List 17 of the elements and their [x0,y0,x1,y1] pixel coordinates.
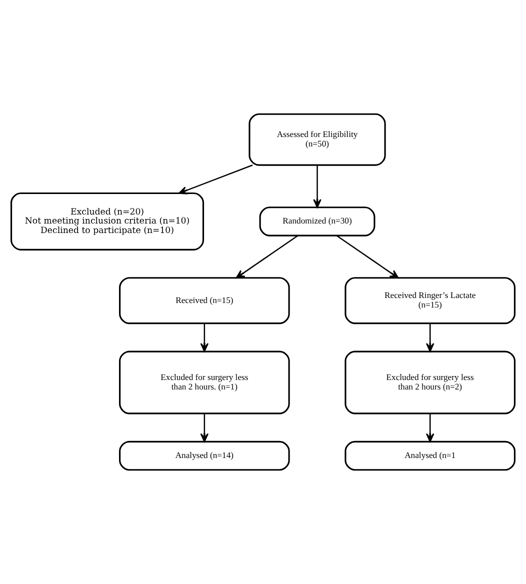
node-box: Excluded for surgery less than 2 hours (n=2) [344,350,516,414]
node-box: Assessed for Eligibility (n=50) [248,113,386,166]
node-box: Excluded (n=20) Not meeting inclusion criteria (n=10) Declined to participate (n=10) [10,192,204,250]
node-box: Analysed (n=14) [119,440,290,471]
node-box: Excluded for surgery less than 2 hours. (n=1) [119,350,290,414]
arrow [313,165,322,208]
node-box: Analysed (n=1 [344,440,516,471]
arrow [200,413,209,442]
node-box: Received Ringer’s Lactate (n=15) [344,277,516,324]
arrow [336,235,399,278]
node-box: Randomized (n=30) [259,206,376,236]
arrow [200,323,209,352]
arrow [236,235,298,278]
arrow [178,164,253,194]
node-box: Received (n=15) [119,277,290,324]
arrow [426,323,434,352]
arrow [426,413,434,442]
